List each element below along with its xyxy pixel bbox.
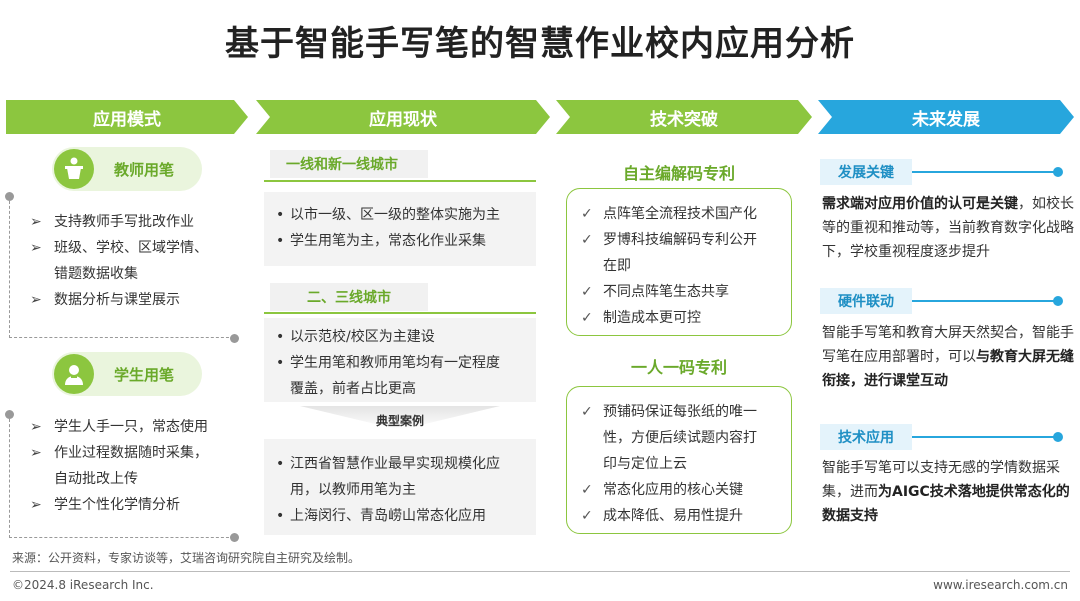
tier1-city-tag: 一线和新一线城市 bbox=[270, 150, 428, 178]
check-icon: ✓ bbox=[581, 284, 593, 300]
patent2-box: ✓预铺码保证每张纸的唯一 性，方便后续试题内容打 印与定位上云 ✓常态化应用的核… bbox=[566, 386, 792, 534]
list-item: 印与定位上云 bbox=[603, 456, 687, 472]
tag-dot bbox=[1053, 296, 1063, 306]
patent1-title: 自主编解码专利 bbox=[622, 164, 735, 183]
tag-dot bbox=[1053, 432, 1063, 442]
header-application-mode: 应用模式 bbox=[6, 100, 248, 134]
list-item: •学生用笔和教师用笔均有一定程度 bbox=[276, 355, 500, 371]
patent2-title: 一人一码专利 bbox=[630, 358, 727, 377]
tier1-underline bbox=[264, 180, 536, 182]
list-item: ✓制造成本更可控 bbox=[581, 305, 777, 331]
patent1-box: ✓点阵笔全流程技术国产化 ✓罗博科技编解码专利公开 在即 ✓不同点阵笔生态共享 … bbox=[566, 188, 792, 336]
header-label: 未来发展 bbox=[912, 109, 980, 130]
list-item: 自动批改上传 bbox=[54, 471, 138, 487]
development-key-tag: 发展关键 bbox=[820, 159, 912, 185]
tag-dot bbox=[1053, 167, 1063, 177]
list-item: ✓罗博科技编解码专利公开 bbox=[581, 227, 777, 253]
arrow-bullet-icon: ➢ bbox=[30, 292, 42, 308]
student-icon bbox=[54, 354, 94, 394]
check-icon: ✓ bbox=[581, 508, 593, 524]
list-item: ➢学生人手一只，常态使用 bbox=[30, 414, 235, 440]
tag-line bbox=[912, 300, 1058, 302]
header-label: 技术突破 bbox=[650, 109, 718, 130]
arrow-bullet-icon: ➢ bbox=[30, 497, 42, 513]
arrow-bullet-icon: ➢ bbox=[30, 445, 42, 461]
student-pen-list: ➢学生人手一只，常态使用 ➢作业过程数据随时采集， 自动批改上传 ➢学生个性化学… bbox=[30, 414, 235, 518]
list-item: ➢作业过程数据随时采集， bbox=[30, 440, 235, 466]
arrow-bullet-icon: ➢ bbox=[30, 214, 42, 230]
teacher-pen-pill: 教师用笔 bbox=[52, 147, 202, 191]
header-future-development: 未来发展 bbox=[818, 100, 1074, 134]
bracket-dot bbox=[230, 334, 239, 343]
list-item: ➢数据分析与课堂展示 bbox=[30, 287, 235, 313]
arrow-bullet-icon: ➢ bbox=[30, 240, 42, 256]
list-item: •学生用笔为主，常态化作业采集 bbox=[276, 233, 486, 249]
list-item: ✓成本降低、易用性提升 bbox=[581, 503, 777, 529]
tier2-box: •以示范校/校区为主建设 •学生用笔和教师用笔均有一定程度 覆盖，前者占比更高 bbox=[264, 318, 536, 402]
student-pen-pill: 学生用笔 bbox=[52, 352, 202, 396]
list-item: 在即 bbox=[603, 258, 631, 274]
page-title: 基于智能手写笔的智慧作业校内应用分析 bbox=[225, 24, 855, 64]
check-icon: ✓ bbox=[581, 310, 593, 326]
student-pen-label: 学生用笔 bbox=[114, 365, 175, 384]
hardware-linkage-text: 智能手写笔和教育大屏天然契合，智能手写笔在应用部署时，可以与教育大屏无缝衔接，进… bbox=[822, 325, 1074, 389]
list-item: ➢学生个性化学情分析 bbox=[30, 492, 235, 518]
header-application-status: 应用现状 bbox=[256, 100, 550, 134]
case-chevron-icon bbox=[300, 406, 500, 430]
bracket-dot bbox=[230, 533, 239, 542]
teacher-podium-icon bbox=[54, 149, 94, 189]
source-note: 来源：公开资料，专家访谈等，艾瑞咨询研究院自主研究及绘制。 bbox=[12, 551, 361, 565]
list-item: •上海闵行、青岛崂山常态化应用 bbox=[276, 508, 486, 524]
footer-divider bbox=[10, 571, 1070, 572]
tier2-underline bbox=[264, 312, 536, 314]
list-item: •以市一级、区一级的整体实施为主 bbox=[276, 207, 500, 223]
tag-line bbox=[912, 436, 1058, 438]
list-item: 用，以教师用笔为主 bbox=[290, 482, 416, 498]
list-item: ✓预铺码保证每张纸的唯一 bbox=[581, 399, 777, 425]
tier1-box: •以市一级、区一级的整体实施为主 •学生用笔为主，常态化作业采集 bbox=[264, 192, 536, 266]
list-item: ➢支持教师手写批改作业 bbox=[30, 209, 235, 235]
cases-box: •江西省智慧作业最早实现规模化应 用，以教师用笔为主 •上海闵行、青岛崂山常态化… bbox=[264, 439, 536, 535]
hardware-linkage-tag: 硬件联动 bbox=[820, 288, 912, 314]
website-link[interactable]: www.iresearch.com.cn bbox=[933, 578, 1068, 592]
bracket-dot bbox=[5, 410, 14, 419]
list-item: •以示范校/校区为主建设 bbox=[276, 329, 435, 345]
tag-line bbox=[912, 171, 1058, 173]
list-item: 覆盖，前者占比更高 bbox=[290, 381, 416, 397]
development-key-text: 需求端对应用价值的认可是关键，如校长等的重视和推动等，当前教育数字化战略下，学校… bbox=[822, 196, 1074, 260]
list-item: ✓不同点阵笔生态共享 bbox=[581, 279, 777, 305]
check-icon: ✓ bbox=[581, 482, 593, 498]
list-item: •江西省智慧作业最早实现规模化应 bbox=[276, 456, 500, 472]
tech-application-tag: 技术应用 bbox=[820, 424, 912, 450]
list-item: ✓点阵笔全流程技术国产化 bbox=[581, 201, 777, 227]
check-icon: ✓ bbox=[581, 404, 593, 420]
header-label: 应用现状 bbox=[369, 109, 437, 130]
header-tech-breakthrough: 技术突破 bbox=[556, 100, 812, 134]
student-bracket bbox=[9, 414, 234, 538]
list-item: 错题数据收集 bbox=[54, 266, 138, 282]
teacher-pen-list: ➢支持教师手写批改作业 ➢班级、学校、区域学情、 错题数据收集 ➢数据分析与课堂… bbox=[30, 209, 235, 313]
teacher-bracket bbox=[9, 196, 234, 338]
check-icon: ✓ bbox=[581, 206, 593, 222]
list-item: ➢班级、学校、区域学情、 bbox=[30, 235, 235, 261]
copyright: ©2024.8 iResearch Inc. bbox=[12, 578, 154, 592]
tech-application-text: 智能手写笔可以支持无感的学情数据采集，进而为AIGC技术落地提供常态化的数据支持 bbox=[822, 460, 1070, 524]
bracket-dot bbox=[5, 192, 14, 201]
teacher-pen-label: 教师用笔 bbox=[114, 160, 175, 179]
typical-cases-title: 典型案例 bbox=[375, 414, 424, 428]
list-item: ✓常态化应用的核心关键 bbox=[581, 477, 777, 503]
list-item: 性，方便后续试题内容打 bbox=[603, 430, 757, 446]
arrow-bullet-icon: ➢ bbox=[30, 419, 42, 435]
header-label: 应用模式 bbox=[93, 109, 161, 130]
check-icon: ✓ bbox=[581, 232, 593, 248]
tier2-city-tag: 二、三线城市 bbox=[270, 283, 428, 311]
